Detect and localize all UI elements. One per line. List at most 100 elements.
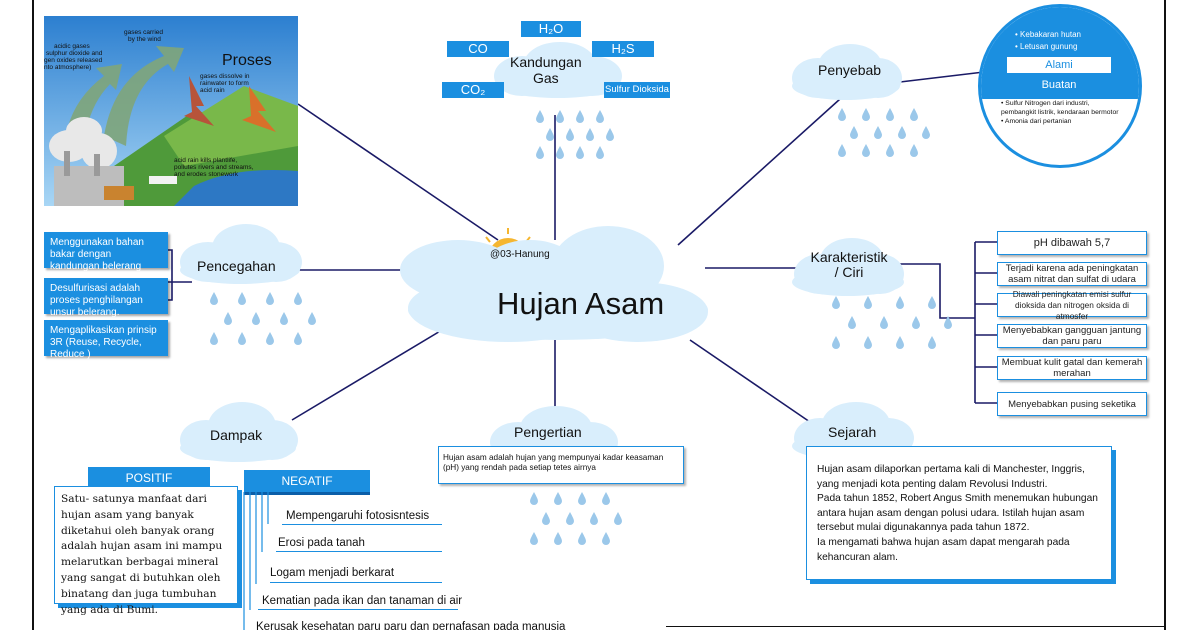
ciri-item-6: Menyebabkan pusing seketika	[997, 392, 1147, 416]
positif-text: Satu- satunya manfaat dari hujan asam ya…	[54, 486, 238, 616]
negatif-item-4: Kematian pada ikan dan tanaman di air	[262, 595, 463, 607]
table-top-border	[666, 626, 1166, 627]
raindrop-icon	[886, 144, 894, 157]
negatif-line-2	[276, 551, 442, 552]
alami-item: • Letusan gunung	[1015, 42, 1078, 51]
kandungan-label: Kandungan Gas	[510, 54, 582, 86]
raindrop-icon	[848, 316, 856, 329]
raindrop-icon	[862, 144, 870, 157]
raindrop-icon	[910, 108, 918, 121]
raindrop-icon	[578, 492, 586, 505]
raindrop-icon	[912, 316, 920, 329]
sejarah-label: Sejarah	[828, 424, 877, 440]
raindrop-icon	[586, 128, 594, 141]
buatan-list: • Sulfur Nitrogen dari industri, pembang…	[1001, 99, 1121, 126]
negatif-line-3	[270, 582, 442, 583]
raindrop-icon	[850, 126, 858, 139]
label-acid-rain-kills: acid rain kills plantlife,pollutes river…	[174, 157, 254, 178]
gas-co2: CO₂	[442, 82, 504, 98]
buatan-item: • Sulfur Nitrogen dari industri, pembang…	[1001, 100, 1119, 116]
negatif-bracket	[243, 492, 269, 630]
pengertian-text: Hujan asam adalah hujan yang mempunyai k…	[438, 446, 684, 484]
alami-list: • Kebakaran hutan • Letusan gunung	[1015, 29, 1081, 53]
center-title: Hujan Asam	[497, 286, 665, 321]
penyebab-circle: • Kebakaran hutan • Letusan gunung Alami…	[978, 4, 1142, 168]
raindrop-icon	[864, 336, 872, 349]
raindrop-icon	[546, 128, 554, 141]
negatif-item-1: Mempengaruhi fotosisntesis	[286, 510, 430, 522]
raindrop-icon	[576, 146, 584, 159]
raindrop-icon	[578, 532, 586, 545]
raindrop-icon	[210, 332, 218, 345]
karakteristik-cloud	[792, 238, 904, 296]
negatif-item-3: Logam menjadi berkarat	[270, 567, 395, 579]
ciri-item-3: Diawali peningkatan emisi sulfur dioksid…	[997, 289, 1147, 321]
dampak-label: Dampak	[210, 427, 263, 443]
raindrop-icon	[530, 532, 538, 545]
raindrop-icon	[266, 332, 274, 345]
raindrop-icon	[832, 336, 840, 349]
raindrop-icon	[896, 296, 904, 309]
ciri-item-2: Terjadi karena ada peningkatan asam nitr…	[997, 262, 1147, 286]
raindrop-icon	[536, 110, 544, 123]
raindrop-icon	[862, 108, 870, 121]
raindrop-icon	[530, 492, 538, 505]
raindrop-icon	[838, 144, 846, 157]
raindrop-icon	[294, 292, 302, 305]
raindrop-icon	[864, 296, 872, 309]
raindrop-icon	[576, 110, 584, 123]
negatif-item-5: Kerusak kesehatan paru paru dan pernafas…	[256, 621, 566, 630]
raindrop-icon	[886, 108, 894, 121]
karakteristik-label: Karakteristik / Ciri	[810, 249, 888, 280]
raindrop-icon	[596, 146, 604, 159]
ciri-item-4: Menyebabkan gangguan jantung dan paru pa…	[997, 324, 1147, 348]
watermark: @03-Hanung	[490, 249, 550, 260]
raindrop-icon	[596, 110, 604, 123]
raindrop-icon	[566, 128, 574, 141]
raindrop-icon	[898, 126, 906, 139]
negatif-line-4	[258, 609, 458, 610]
raindrop-icon	[838, 108, 846, 121]
raindrop-icon	[252, 312, 260, 325]
raindrop-icon	[922, 126, 930, 139]
pencegahan-item-3: Mengaplikasikan prinsip 3R (Reuse, Recyc…	[44, 320, 168, 360]
raindrop-icon	[266, 292, 274, 305]
raindrop-icon	[602, 532, 610, 545]
positif-tab: POSITIF	[88, 467, 210, 489]
raindrop-icon	[542, 512, 550, 525]
raindrop-icon	[536, 146, 544, 159]
gas-h2o: H₂O	[521, 21, 581, 37]
raindrop-icon	[606, 128, 614, 141]
buatan-title: Buatan	[1007, 77, 1111, 93]
negatif-tab: NEGATIF	[244, 470, 370, 492]
ciri-item-1: pH dibawah 5,7	[997, 231, 1147, 255]
raindrop-icon	[210, 292, 218, 305]
gas-h2s: H₂S	[592, 41, 654, 57]
raindrop-icon	[590, 512, 598, 525]
link-penyebab-circle	[899, 71, 985, 83]
raindrop-icon	[294, 332, 302, 345]
gas-sulfur-dioksida: Sulfur Dioksida	[604, 82, 670, 98]
bracket-karakteristik	[900, 241, 997, 404]
penyebab-cloud	[792, 44, 902, 100]
raindrop-icon	[566, 512, 574, 525]
sejarah-text: Hujan asam dilaporkan pertama kali di Ma…	[806, 446, 1112, 580]
raindrop-icon	[896, 336, 904, 349]
raindrop-icon	[928, 336, 936, 349]
raindrop-icon	[554, 532, 562, 545]
raindrop-icon	[880, 316, 888, 329]
raindrop-icon	[910, 144, 918, 157]
raindrop-icon	[280, 312, 288, 325]
raindrop-icon	[554, 492, 562, 505]
link-penyebab	[677, 89, 851, 246]
raindrop-icon	[556, 110, 564, 123]
penyebab-label: Penyebab	[818, 62, 882, 78]
center-cloud	[400, 226, 708, 342]
raindrop-icon	[224, 312, 232, 325]
raindrop-icon	[602, 492, 610, 505]
negatif-line-1	[282, 524, 442, 525]
